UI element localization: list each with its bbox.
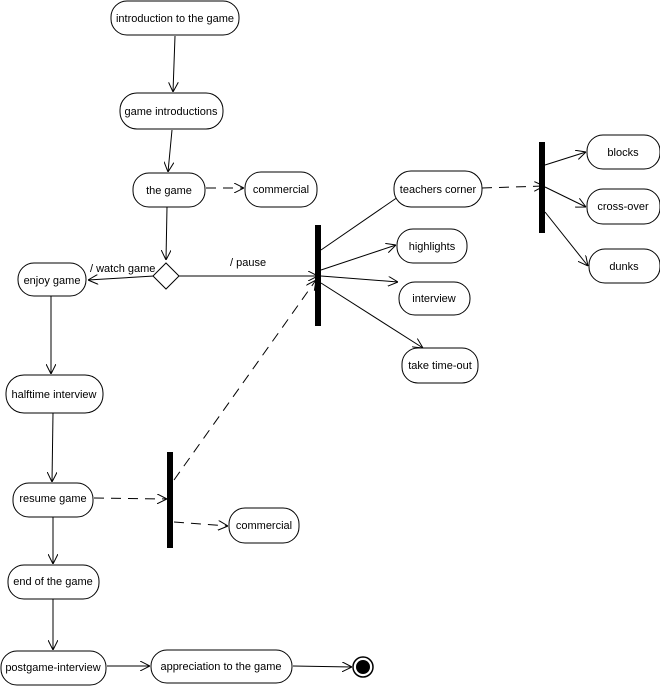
node-game-introductions: game introductions <box>119 92 224 130</box>
watch-game-label: / watch game <box>90 263 155 275</box>
node-appreciation: appreciation to the game <box>150 649 293 684</box>
edge-introductions-to-game <box>168 129 172 172</box>
node-highlights: highlights <box>396 228 468 264</box>
node-interview: interview <box>398 281 471 316</box>
edge-fork-to-blocks <box>544 152 586 166</box>
edge-halftime-to-resume <box>52 412 53 482</box>
edge-intro-to-introductions <box>173 35 175 92</box>
node-commercial-1-label: commercial <box>253 184 309 196</box>
edges <box>51 35 588 667</box>
edge-decision-to-enjoy <box>88 276 155 280</box>
node-teachers-corner: teachers corner <box>393 170 483 208</box>
node-interview-label: interview <box>412 293 455 305</box>
node-commercial-1: commercial <box>244 171 318 208</box>
fork-bar-resume <box>167 452 173 548</box>
node-dunks-label: dunks <box>609 261 639 273</box>
node-enjoy-game: enjoy game <box>17 262 87 297</box>
node-resume-game: resume game <box>12 482 94 518</box>
edge-game-to-decision <box>166 206 167 260</box>
node-halftime-interview: halftime interview <box>5 374 104 414</box>
edge-fork-to-timeout <box>320 282 423 348</box>
node-postgame-interview: postgame-interview <box>0 650 107 686</box>
node-game-introductions-label: game introductions <box>125 106 218 118</box>
node-take-time-out-label: take time-out <box>408 360 472 372</box>
node-commercial-2-label: commercial <box>236 520 292 532</box>
node-cross-over-label: cross-over <box>597 201 649 213</box>
edge-fork-to-dunks <box>544 211 588 266</box>
edge-teachers-to-fork <box>481 186 544 188</box>
node-introduction-label: introduction to the game <box>116 13 234 25</box>
node-teachers-corner-label: teachers corner <box>400 184 477 196</box>
edge-fork-to-interview <box>320 275 398 282</box>
node-resume-game-label: resume game <box>19 493 86 505</box>
node-blocks: blocks <box>586 134 660 170</box>
node-postgame-interview-label: postgame-interview <box>5 662 100 674</box>
edge-fork-to-crossover <box>544 186 586 207</box>
node-end-of-game: end of the game <box>7 564 100 600</box>
node-the-game-label: the game <box>146 185 192 197</box>
node-enjoy-game-label: enjoy game <box>24 275 81 287</box>
edge-fork-to-teachers-corner <box>320 196 399 251</box>
pause-label: / pause <box>230 257 266 269</box>
node-take-time-out: take time-out <box>401 347 479 384</box>
edge-appreciation-to-final <box>292 666 352 667</box>
fork-bar-pause <box>315 225 321 326</box>
fork-bar-teachers <box>539 142 545 233</box>
node-dunks: dunks <box>588 248 660 284</box>
decision-diamond <box>152 262 180 290</box>
node-introduction: introduction to the game <box>110 0 240 36</box>
node-blocks-label: blocks <box>607 147 639 159</box>
node-the-game: the game <box>132 172 206 208</box>
edge-fork-to-pause-fork <box>173 280 316 481</box>
node-commercial-2: commercial <box>228 507 300 544</box>
edge-resume-to-fork <box>93 498 167 499</box>
edge-fork-to-highlights <box>320 245 396 271</box>
node-end-of-game-label: end of the game <box>13 576 93 588</box>
node-highlights-label: highlights <box>409 241 456 253</box>
edge-fork-to-commercial <box>173 522 228 526</box>
node-cross-over: cross-over <box>586 188 660 225</box>
node-appreciation-label: appreciation to the game <box>160 661 281 673</box>
final-state <box>352 656 374 678</box>
node-halftime-interview-label: halftime interview <box>12 389 97 401</box>
